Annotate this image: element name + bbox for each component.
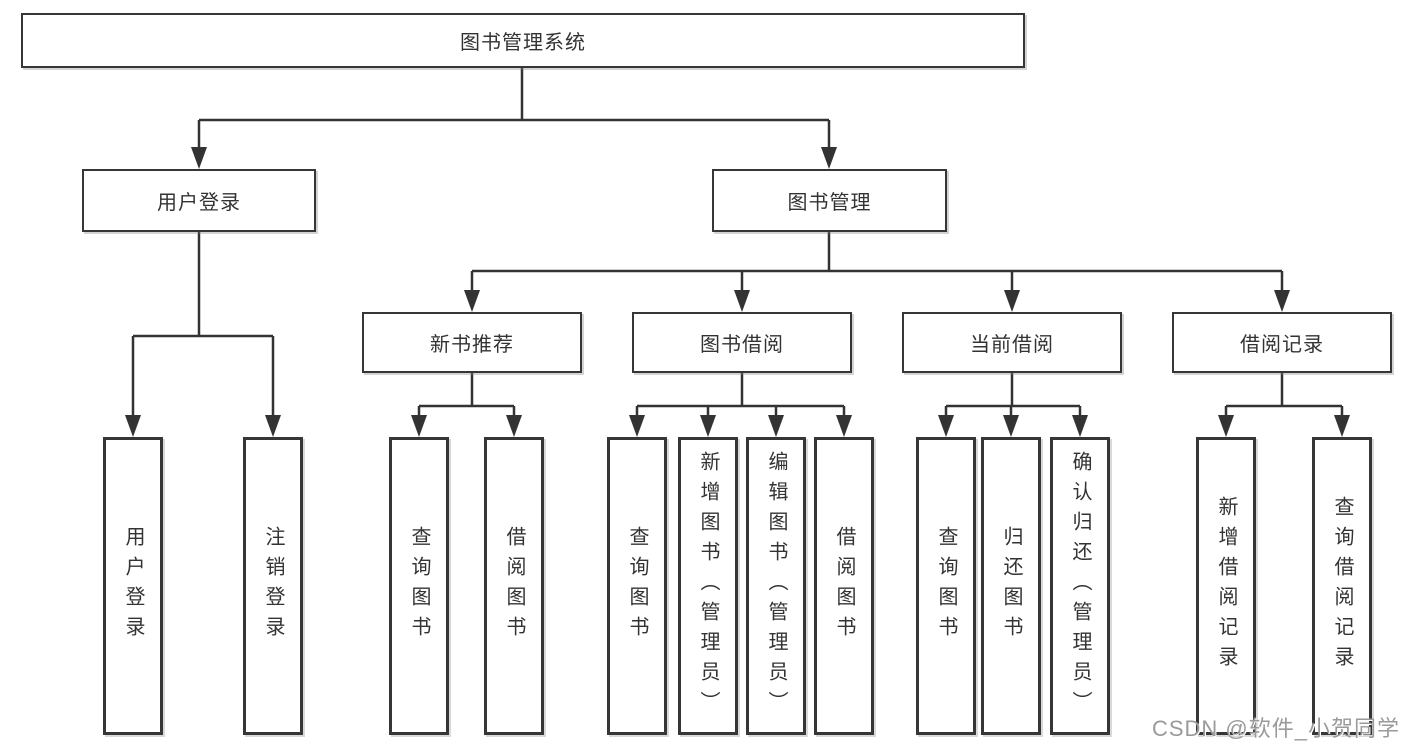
- arrowhead-icons: [125, 147, 1350, 437]
- leaf-newbook-borrow-books: 借阅图书: [484, 437, 544, 735]
- leaf-label: 确认归还（管理员）: [1069, 451, 1091, 721]
- leaf-label: 用户登录: [122, 526, 144, 646]
- node-label: 用户登录: [157, 192, 241, 214]
- node-label: 图书管理系统: [460, 32, 586, 54]
- leaf-newbook-query-books: 查询图书: [389, 437, 449, 735]
- leaf-current-confirm-return-admin: 确认归还（管理员）: [1050, 437, 1110, 735]
- node-library-system: 图书管理系统: [21, 13, 1025, 68]
- leaf-borrow-borrow-books: 借阅图书: [814, 437, 874, 735]
- leaf-borrow-edit-books-admin: 编辑图书（管理员）: [746, 437, 806, 735]
- node-label: 当前借阅: [970, 334, 1054, 356]
- node-label: 借阅记录: [1240, 334, 1324, 356]
- watermark-csdn: CSDN @软件_小贺同学: [1151, 716, 1400, 741]
- leaf-label: 归还图书: [1000, 526, 1022, 646]
- leaf-label: 查询图书: [408, 526, 430, 646]
- node-label: 新书推荐: [430, 334, 514, 356]
- leaf-label: 新增图书（管理员）: [697, 451, 719, 721]
- leaf-borrow-add-books-admin: 新增图书（管理员）: [678, 437, 738, 735]
- node-current-borrowing: 当前借阅: [902, 312, 1122, 373]
- leaf-label: 查询图书: [935, 526, 957, 646]
- leaf-records-query-record: 查询借阅记录: [1312, 437, 1372, 735]
- leaf-current-query-books: 查询图书: [916, 437, 976, 735]
- leaf-label: 查询图书: [626, 526, 648, 646]
- node-book-management: 图书管理: [712, 169, 947, 232]
- node-label: 图书借阅: [700, 334, 784, 356]
- leaf-label: 借阅图书: [503, 526, 525, 646]
- leaf-label: 借阅图书: [833, 526, 855, 646]
- leaf-label: 查询借阅记录: [1331, 496, 1353, 676]
- leaf-label: 注销登录: [262, 526, 284, 646]
- node-borrowing-records: 借阅记录: [1172, 312, 1392, 373]
- node-new-book-recommendation: 新书推荐: [362, 312, 582, 373]
- leaf-label: 新增借阅记录: [1215, 496, 1237, 676]
- node-book-borrowing: 图书借阅: [632, 312, 852, 373]
- leaf-borrow-query-books: 查询图书: [607, 437, 667, 735]
- leaf-current-return-books: 归还图书: [981, 437, 1041, 735]
- leaf-records-add-record: 新增借阅记录: [1196, 437, 1256, 735]
- leaf-logout: 注销登录: [243, 437, 303, 735]
- tree-edges: [131, 68, 1344, 420]
- node-user-login: 用户登录: [82, 169, 316, 232]
- leaf-user-login: 用户登录: [103, 437, 163, 735]
- node-label: 图书管理: [787, 192, 872, 214]
- leaf-label: 编辑图书（管理员）: [765, 451, 787, 721]
